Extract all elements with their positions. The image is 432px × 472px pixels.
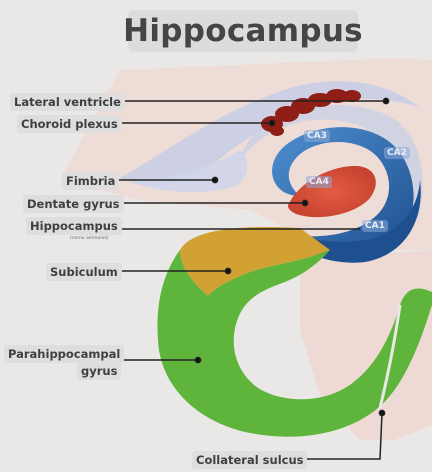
label-subiculum: Subiculum [46,263,122,281]
label-fimbria: Fimbria [62,172,119,190]
page-title: Hippocampus [128,10,358,52]
label-parahippocampal-line2: gyrus [77,362,121,380]
label-dentate-gyrus: Dentate gyrus [23,195,124,213]
region-ca3-label: CA3 [304,130,330,142]
label-hippocampus: Hippocampus [26,217,122,235]
label-lateral-ventricle: Lateral ventricle [10,93,125,111]
label-cornu-ammonis: (cornu ammonis) [70,236,108,241]
region-ca1-label: CA1 [362,220,388,232]
region-ca2-label: CA2 [384,147,410,159]
region-ca4-label: CA4 [306,176,332,188]
label-parahippocampal-line1: Parahippocampal [4,345,124,363]
label-choroid-plexus: Choroid plexus [17,115,122,133]
label-collateral-sulcus: Collateral sulcus [192,451,307,469]
